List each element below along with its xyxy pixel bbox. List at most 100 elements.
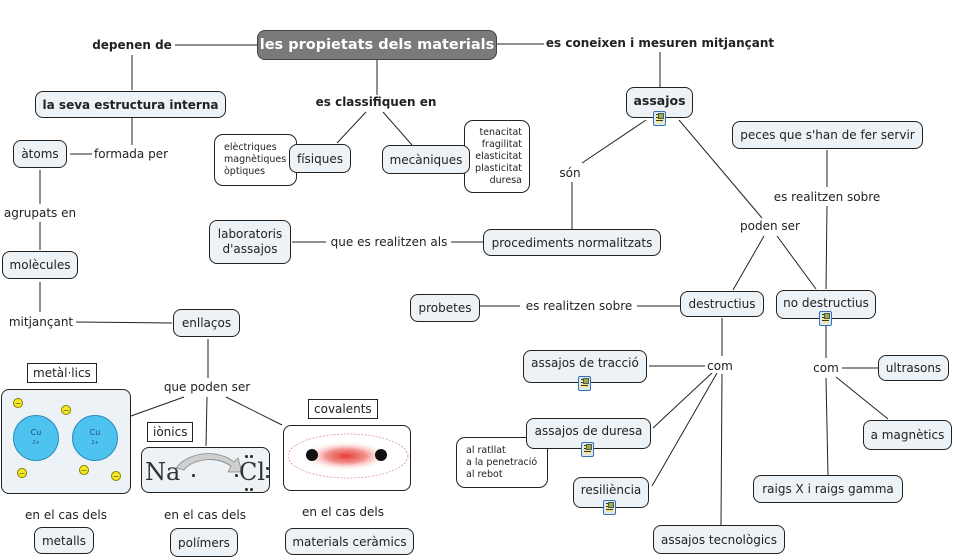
electron-icon: −	[111, 471, 121, 481]
tag-covalents: covalents	[308, 399, 378, 419]
link-depenen-de: depenen de	[90, 38, 174, 52]
node-label: laboratoris	[217, 227, 283, 241]
link-formada-per: formada per	[91, 147, 171, 161]
node-label: polímers	[178, 535, 230, 550]
node-no-destructius[interactable]: no destructius	[776, 290, 876, 319]
node-procediments-normalitzats[interactable]: procediments normalitzats	[483, 229, 661, 256]
node-label: molècules	[9, 258, 71, 272]
electron-dot	[235, 474, 238, 477]
node-laboratoris[interactable]: laboratoris d'assajos	[209, 220, 291, 264]
node-a-magnetics[interactable]: a magnètics	[863, 420, 952, 450]
link-mitjancant: mitjançant	[6, 315, 76, 329]
connector	[825, 377, 829, 477]
connector	[652, 371, 714, 429]
note-mecaniques: tenacitat fragilitat elasticitat plastic…	[464, 120, 530, 193]
node-label: assajos de duresa	[534, 424, 643, 438]
electron-dot	[192, 474, 195, 477]
root-node-label: les propietats dels materials	[259, 37, 495, 53]
node-label: assajos	[633, 93, 686, 108]
note-line: elèctriques	[224, 142, 277, 153]
connector	[225, 396, 283, 426]
document-image-icon[interactable]	[581, 442, 594, 457]
node-label: físiques	[296, 151, 343, 166]
node-mecaniques[interactable]: mecàniques	[382, 145, 470, 174]
node-ultrasons[interactable]: ultrasons	[878, 355, 949, 381]
node-peces[interactable]: peces que s'han de fer servir	[732, 121, 923, 149]
electron-transfer-arrow-icon	[175, 453, 243, 473]
node-enllacos[interactable]: enllaços	[173, 309, 240, 337]
note-line: òptiques	[224, 166, 266, 177]
note-fisiques: elèctriques magnètiques òptiques	[214, 134, 297, 186]
link-en-el-cas-polimers: en el cas dels	[162, 508, 248, 522]
electron-dot	[250, 455, 253, 458]
node-metalls[interactable]: metalls	[34, 527, 94, 554]
connector	[581, 119, 647, 164]
covalent-bond-image[interactable]	[283, 425, 411, 491]
atom-charge: 2+	[91, 440, 99, 446]
node-resiliencia[interactable]: resiliència	[573, 477, 649, 508]
document-image-icon[interactable]	[653, 111, 666, 126]
metallic-bond-image[interactable]: Cu 2+ Cu 2+ − − − − −	[1, 389, 131, 494]
node-label: la seva estructura interna	[42, 97, 219, 112]
document-image-icon[interactable]	[819, 311, 832, 326]
link-que-poden-ser: que poden ser	[161, 380, 253, 394]
node-assajos-tecnologics[interactable]: assajos tecnològics	[653, 525, 785, 554]
connector	[75, 321, 173, 324]
document-image-icon[interactable]	[578, 376, 591, 391]
node-probetes[interactable]: probetes	[410, 294, 480, 322]
note-line: elasticitat	[475, 150, 522, 162]
connector	[732, 235, 765, 291]
ionic-bond-image[interactable]: Na Cl	[141, 447, 270, 493]
node-atoms[interactable]: àtoms	[13, 140, 67, 168]
cu-atom-icon: Cu 2+	[13, 415, 59, 461]
node-materials-ceramics[interactable]: materials ceràmics	[285, 528, 414, 555]
sodium-symbol: Na	[145, 458, 181, 486]
note-line: tenacitat	[479, 126, 522, 138]
tag-label: metàl·lics	[33, 366, 91, 380]
note-line: duresa	[489, 174, 522, 186]
connector	[205, 396, 208, 447]
electron-icon: −	[61, 405, 71, 415]
connector	[651, 372, 718, 487]
electron-dot	[266, 475, 269, 478]
electron-icon: −	[17, 468, 27, 478]
node-estructura-interna[interactable]: la seva estructura interna	[35, 91, 226, 118]
note-line: magnètiques	[224, 154, 287, 165]
node-label: a magnètics	[870, 428, 945, 442]
link-poden-ser: poden ser	[738, 219, 802, 233]
node-label: ultrasons	[885, 361, 942, 375]
link-en-el-cas-ceramics: en el cas dels	[300, 505, 386, 519]
connector	[678, 119, 763, 219]
node-label: no destructius	[783, 296, 869, 310]
note-line: a la penetració	[466, 456, 538, 468]
node-fisiques[interactable]: físiques	[289, 144, 351, 173]
connector	[835, 376, 889, 420]
link-es-realitzen-sobre-peces: es realitzen sobre	[771, 190, 883, 204]
link-es-classifiquen: es classifiquen en	[313, 95, 439, 109]
tag-label: covalents	[314, 402, 372, 416]
note-line: al ratllat	[466, 444, 506, 456]
node-raigs[interactable]: raigs X i raigs gamma	[753, 475, 903, 503]
node-destructius[interactable]: destructius	[680, 291, 764, 317]
atom-symbol: Cu	[30, 428, 42, 437]
node-molecules[interactable]: molècules	[2, 251, 78, 279]
link-agrupats-en: agrupats en	[1, 206, 79, 220]
electron-icon: −	[79, 465, 89, 475]
node-label: assajos tecnològics	[660, 532, 778, 547]
connector	[825, 205, 828, 290]
note-line: al rebot	[466, 468, 503, 480]
node-label: peces que s'han de fer servir	[740, 128, 915, 142]
node-label: probetes	[418, 301, 472, 315]
root-node[interactable]: les propietats dels materials	[257, 30, 497, 60]
link-es-coneixen: es coneixen i mesuren mitjançant	[543, 36, 777, 50]
node-label: enllaços	[181, 316, 232, 330]
node-polimers[interactable]: polímers	[170, 528, 238, 557]
electron-dot	[245, 455, 248, 458]
connector	[720, 373, 723, 526]
document-image-icon[interactable]	[603, 500, 616, 515]
node-label: materials ceràmics	[292, 534, 407, 549]
electron-dot	[245, 488, 248, 491]
node-label: mecàniques	[389, 152, 463, 167]
link-es-realitzen-sobre-probetes: es realitzen sobre	[523, 299, 635, 313]
link-com-destructius: com	[705, 359, 735, 373]
